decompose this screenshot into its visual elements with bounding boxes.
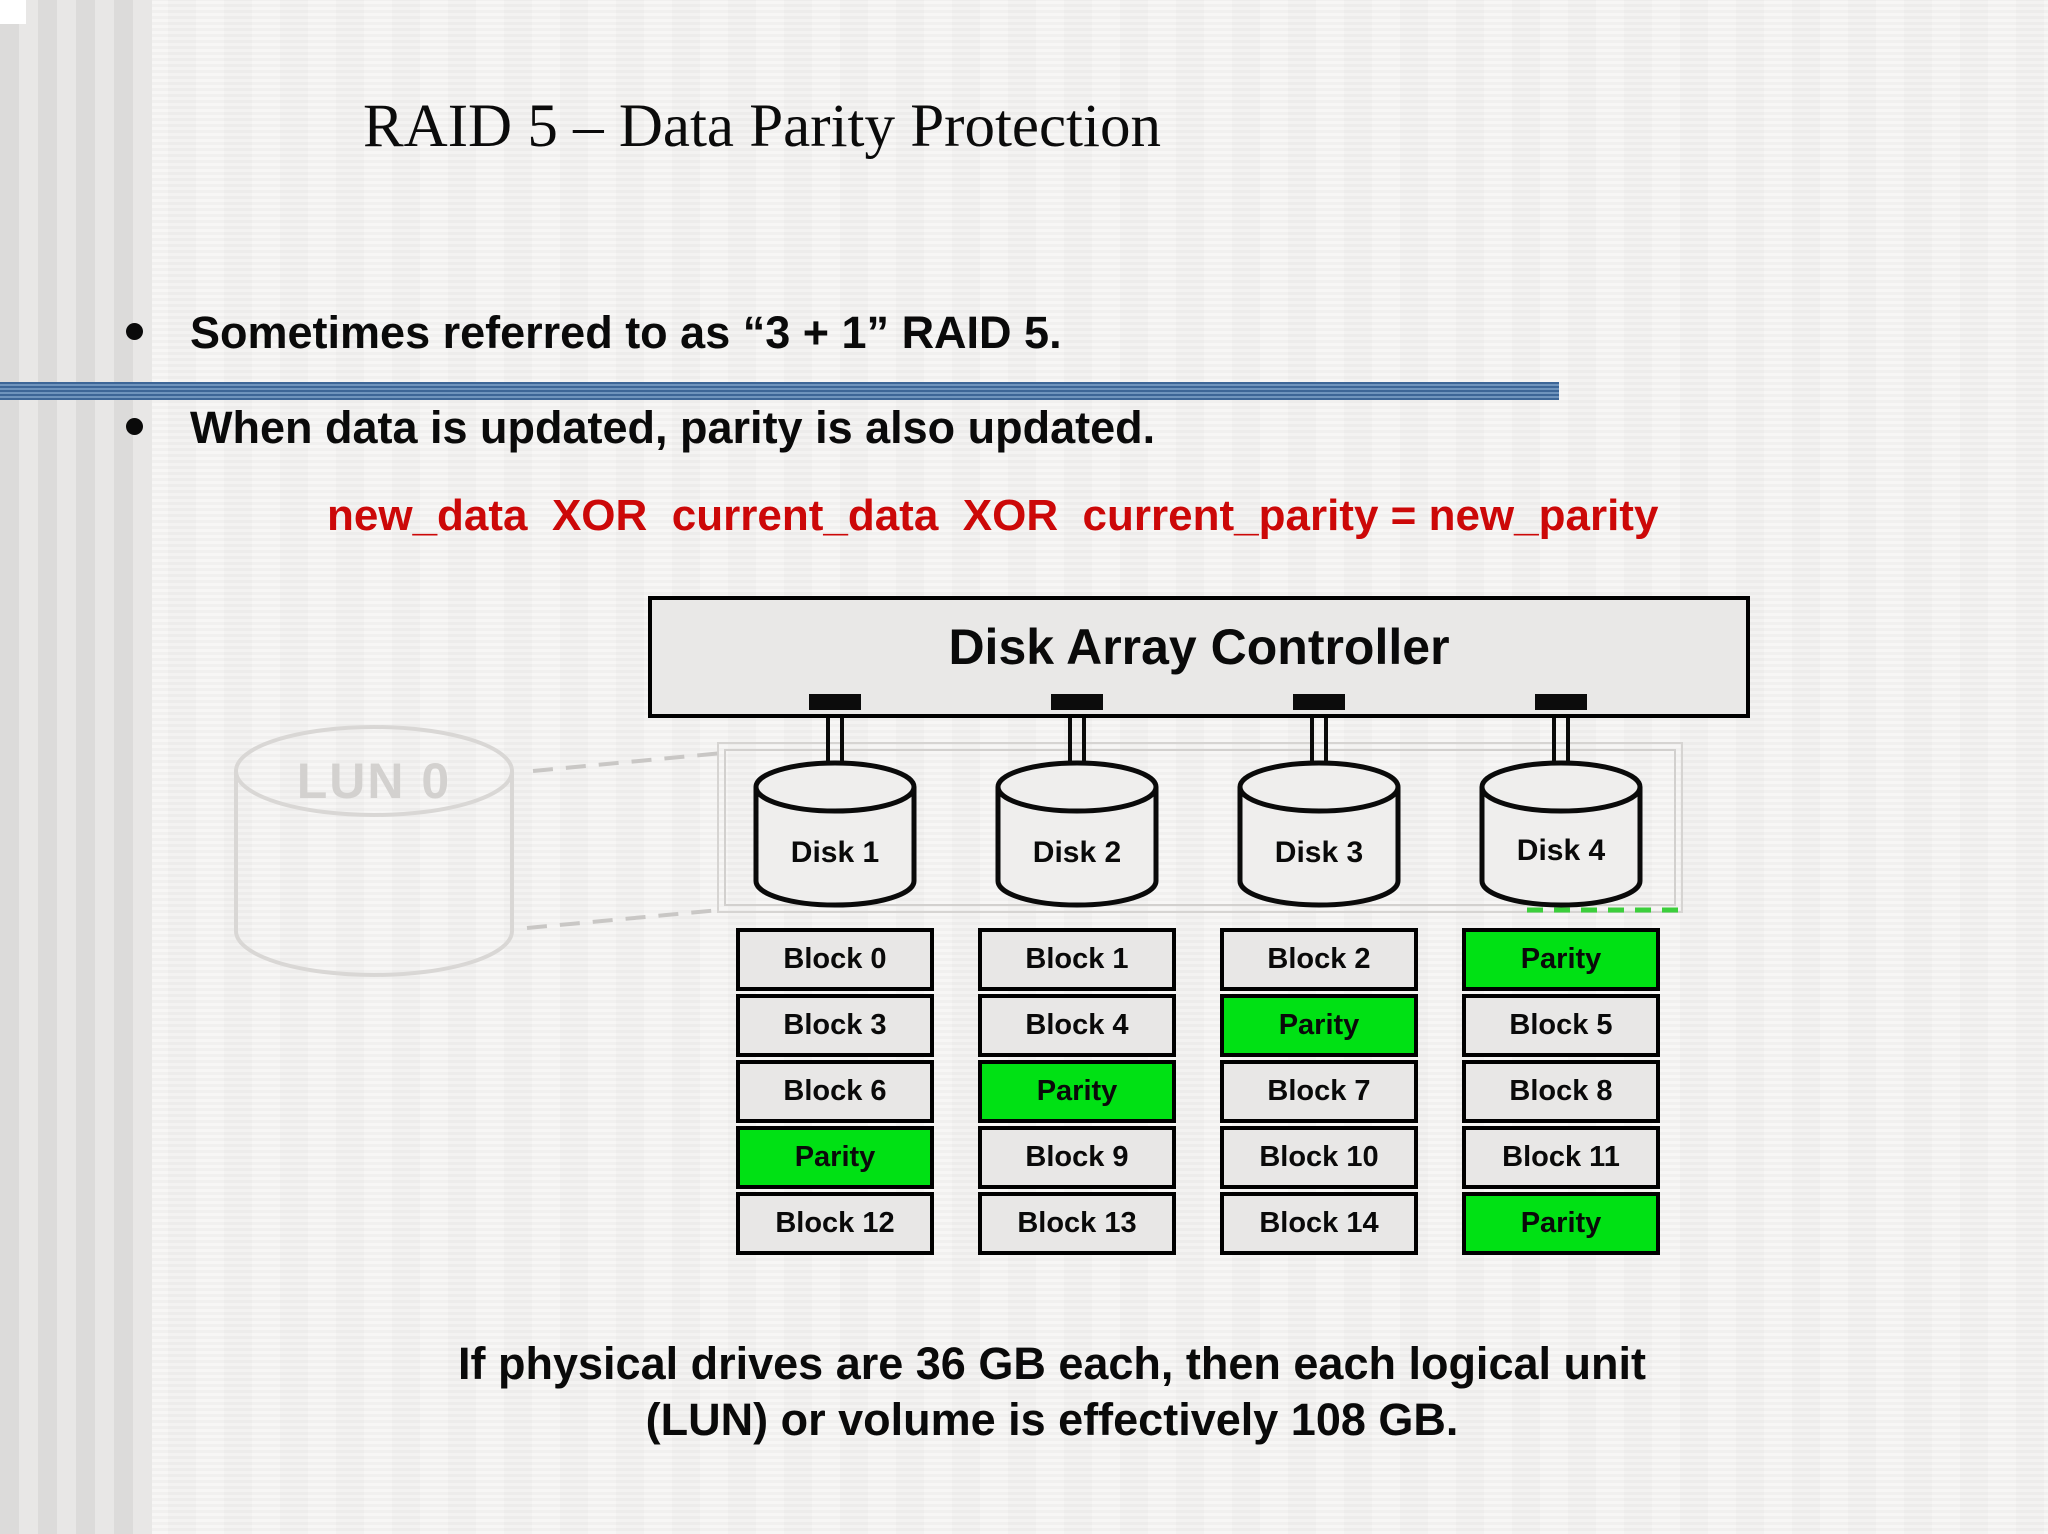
parity-cell: Parity bbox=[1220, 994, 1418, 1057]
caption-line-2: (LUN) or volume is effectively 108 GB. bbox=[645, 1394, 1459, 1445]
block-cell: Block 1 bbox=[978, 928, 1176, 991]
disk-label-1: Disk 1 bbox=[790, 836, 880, 869]
block-cell: Block 0 bbox=[736, 928, 934, 991]
block-cell: Block 10 bbox=[1220, 1126, 1418, 1189]
disk-enclosure bbox=[717, 742, 1683, 913]
block-cell: Block 13 bbox=[978, 1192, 1176, 1255]
block-cell: Block 3 bbox=[736, 994, 934, 1057]
block-cell: Block 14 bbox=[1220, 1192, 1418, 1255]
parity-cell: Parity bbox=[736, 1126, 934, 1189]
corner-square bbox=[0, 0, 26, 24]
block-column-4: Parity Block 5 Block 8 Block 11 Parity bbox=[1462, 928, 1660, 1258]
xor-formula: new_data XOR current_data XOR current_pa… bbox=[327, 491, 1659, 540]
parity-cell: Parity bbox=[1462, 928, 1660, 991]
page-title: RAID 5 – Data Parity Protection bbox=[363, 93, 1161, 160]
controller-label: Disk Array Controller bbox=[948, 619, 1450, 675]
lun-connector-line-top bbox=[532, 751, 724, 773]
block-cell: Block 7 bbox=[1220, 1060, 1418, 1123]
bullet-item-2: When data is updated, parity is also upd… bbox=[190, 402, 1156, 453]
parity-cell: Parity bbox=[1462, 1192, 1660, 1255]
controller-port-1 bbox=[809, 694, 861, 710]
disk-label-3: Disk 3 bbox=[1274, 836, 1364, 869]
lun-label: LUN 0 bbox=[296, 753, 452, 809]
bullet-icon bbox=[126, 418, 143, 435]
bullet-icon bbox=[126, 323, 143, 340]
left-stripe-band bbox=[0, 0, 152, 1534]
parity-cell: Parity bbox=[978, 1060, 1176, 1123]
disk-label-2: Disk 2 bbox=[1032, 836, 1122, 869]
controller-port-4 bbox=[1535, 694, 1587, 710]
caption-line-1: If physical drives are 36 GB each, then … bbox=[458, 1338, 1646, 1389]
block-cell: Block 8 bbox=[1462, 1060, 1660, 1123]
block-cell: Block 6 bbox=[736, 1060, 934, 1123]
block-column-3: Block 2 Parity Block 7 Block 10 Block 14 bbox=[1220, 928, 1418, 1258]
block-column-2: Block 1 Block 4 Parity Block 9 Block 13 bbox=[978, 928, 1176, 1258]
block-cell: Block 2 bbox=[1220, 928, 1418, 991]
bullet-item-1: Sometimes referred to as “3 + 1” RAID 5. bbox=[190, 307, 1062, 358]
block-column-1: Block 0 Block 3 Block 6 Parity Block 12 bbox=[736, 928, 934, 1258]
block-cell: Block 9 bbox=[978, 1126, 1176, 1189]
block-cell: Block 5 bbox=[1462, 994, 1660, 1057]
block-cell: Block 4 bbox=[978, 994, 1176, 1057]
controller-port-2 bbox=[1051, 694, 1103, 710]
block-cell: Block 12 bbox=[736, 1192, 934, 1255]
block-cell: Block 11 bbox=[1462, 1126, 1660, 1189]
caption: If physical drives are 36 GB each, then … bbox=[152, 1336, 1952, 1448]
lun-connector-line-bottom bbox=[526, 908, 721, 930]
disk-label-4: Disk 4 bbox=[1516, 834, 1606, 867]
controller-port-3 bbox=[1293, 694, 1345, 710]
blue-divider bbox=[0, 382, 1559, 400]
